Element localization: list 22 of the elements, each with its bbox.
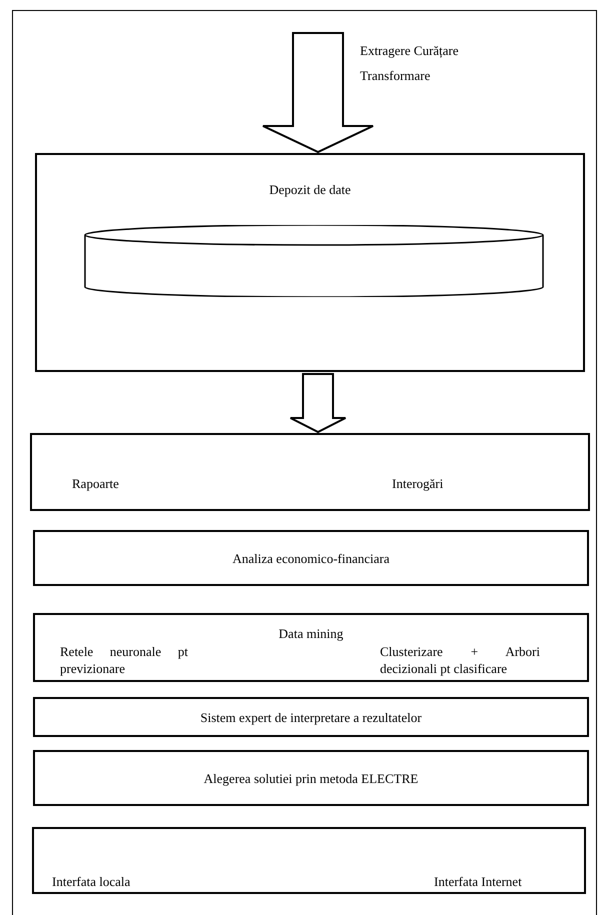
process-box <box>33 750 589 806</box>
box-text: Interfata locala <box>52 873 130 890</box>
box-text: Data mining <box>278 625 344 642</box>
edge-label: Extragere Curățare Transformare <box>360 42 460 85</box>
block-arrow <box>262 32 374 154</box>
process-box <box>33 613 589 682</box>
box-text: Depozit de date <box>268 181 352 198</box>
process-box <box>30 433 590 511</box>
box-text: Clusterizare + Arbori decizionali pt clasificare <box>380 643 540 677</box>
box-text: Sistem expert de interpretare a rezultatelor <box>199 709 423 726</box>
cylinder-shape <box>84 225 544 297</box>
box-text: Interogări <box>392 475 444 492</box>
box-text: Retele neuronale pt previzionare <box>60 643 188 677</box>
process-box <box>35 153 585 372</box>
block-arrow <box>290 373 346 434</box>
box-text: Interfata Internet <box>434 873 522 890</box>
process-box <box>32 827 586 894</box>
process-box <box>33 530 589 586</box>
process-box <box>33 697 589 737</box>
box-text: Alegerea solutiei prin metoda ELECTRE <box>202 770 420 787</box>
box-text: Analiza economico-financiara <box>232 550 390 567</box>
box-text: Rapoarte <box>72 475 119 492</box>
